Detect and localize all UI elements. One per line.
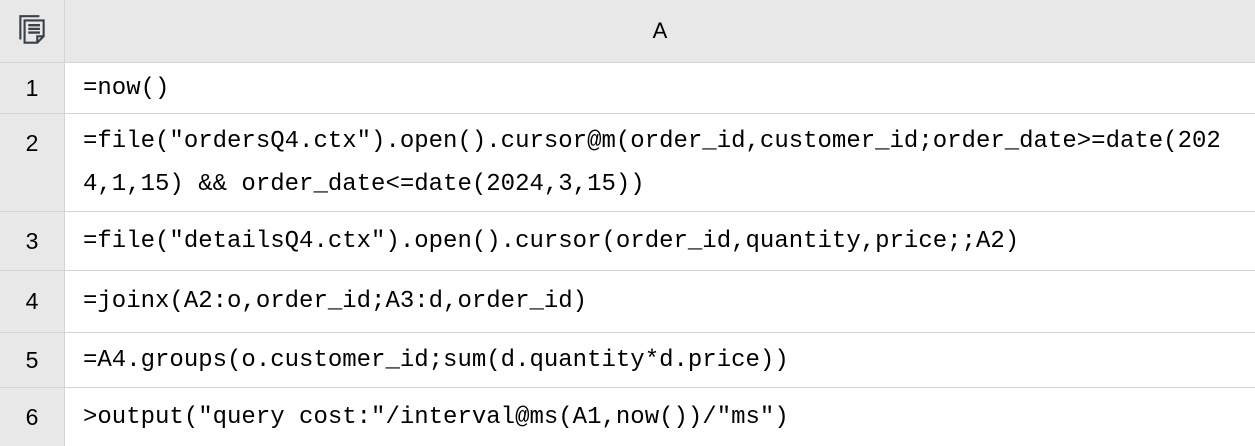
header-row: A xyxy=(0,0,1255,63)
grid-row-2: 2 =file("ordersQ4.ctx").open().cursor@m(… xyxy=(0,114,1255,212)
row-header-3[interactable]: 3 xyxy=(0,212,65,270)
cell-a3[interactable]: =file("detailsQ4.ctx").open().cursor(ord… xyxy=(65,212,1255,270)
grid-row-6: 6 >output("query cost:"/interval@ms(A1,n… xyxy=(0,388,1255,446)
cell-a2[interactable]: =file("ordersQ4.ctx").open().cursor@m(or… xyxy=(65,114,1255,211)
cell-a1[interactable]: =now() xyxy=(65,63,1255,113)
cell-a4[interactable]: =joinx(A2:o,order_id;A3:d,order_id) xyxy=(65,271,1255,332)
row-header-4[interactable]: 4 xyxy=(0,271,65,332)
select-all-corner[interactable] xyxy=(0,0,65,62)
cell-a5[interactable]: =A4.groups(o.customer_id;sum(d.quantity*… xyxy=(65,333,1255,387)
grid-row-1: 1 =now() xyxy=(0,63,1255,114)
row-header-1[interactable]: 1 xyxy=(0,63,65,113)
cell-a6[interactable]: >output("query cost:"/interval@ms(A1,now… xyxy=(65,388,1255,446)
document-pages-icon xyxy=(14,12,50,50)
row-header-2[interactable]: 2 xyxy=(0,114,65,211)
column-header-a[interactable]: A xyxy=(65,0,1255,62)
row-header-6[interactable]: 6 xyxy=(0,388,65,446)
grid-row-3: 3 =file("detailsQ4.ctx").open().cursor(o… xyxy=(0,212,1255,271)
grid-row-4: 4 =joinx(A2:o,order_id;A3:d,order_id) xyxy=(0,271,1255,333)
grid-row-5: 5 =A4.groups(o.customer_id;sum(d.quantit… xyxy=(0,333,1255,388)
row-header-5[interactable]: 5 xyxy=(0,333,65,387)
